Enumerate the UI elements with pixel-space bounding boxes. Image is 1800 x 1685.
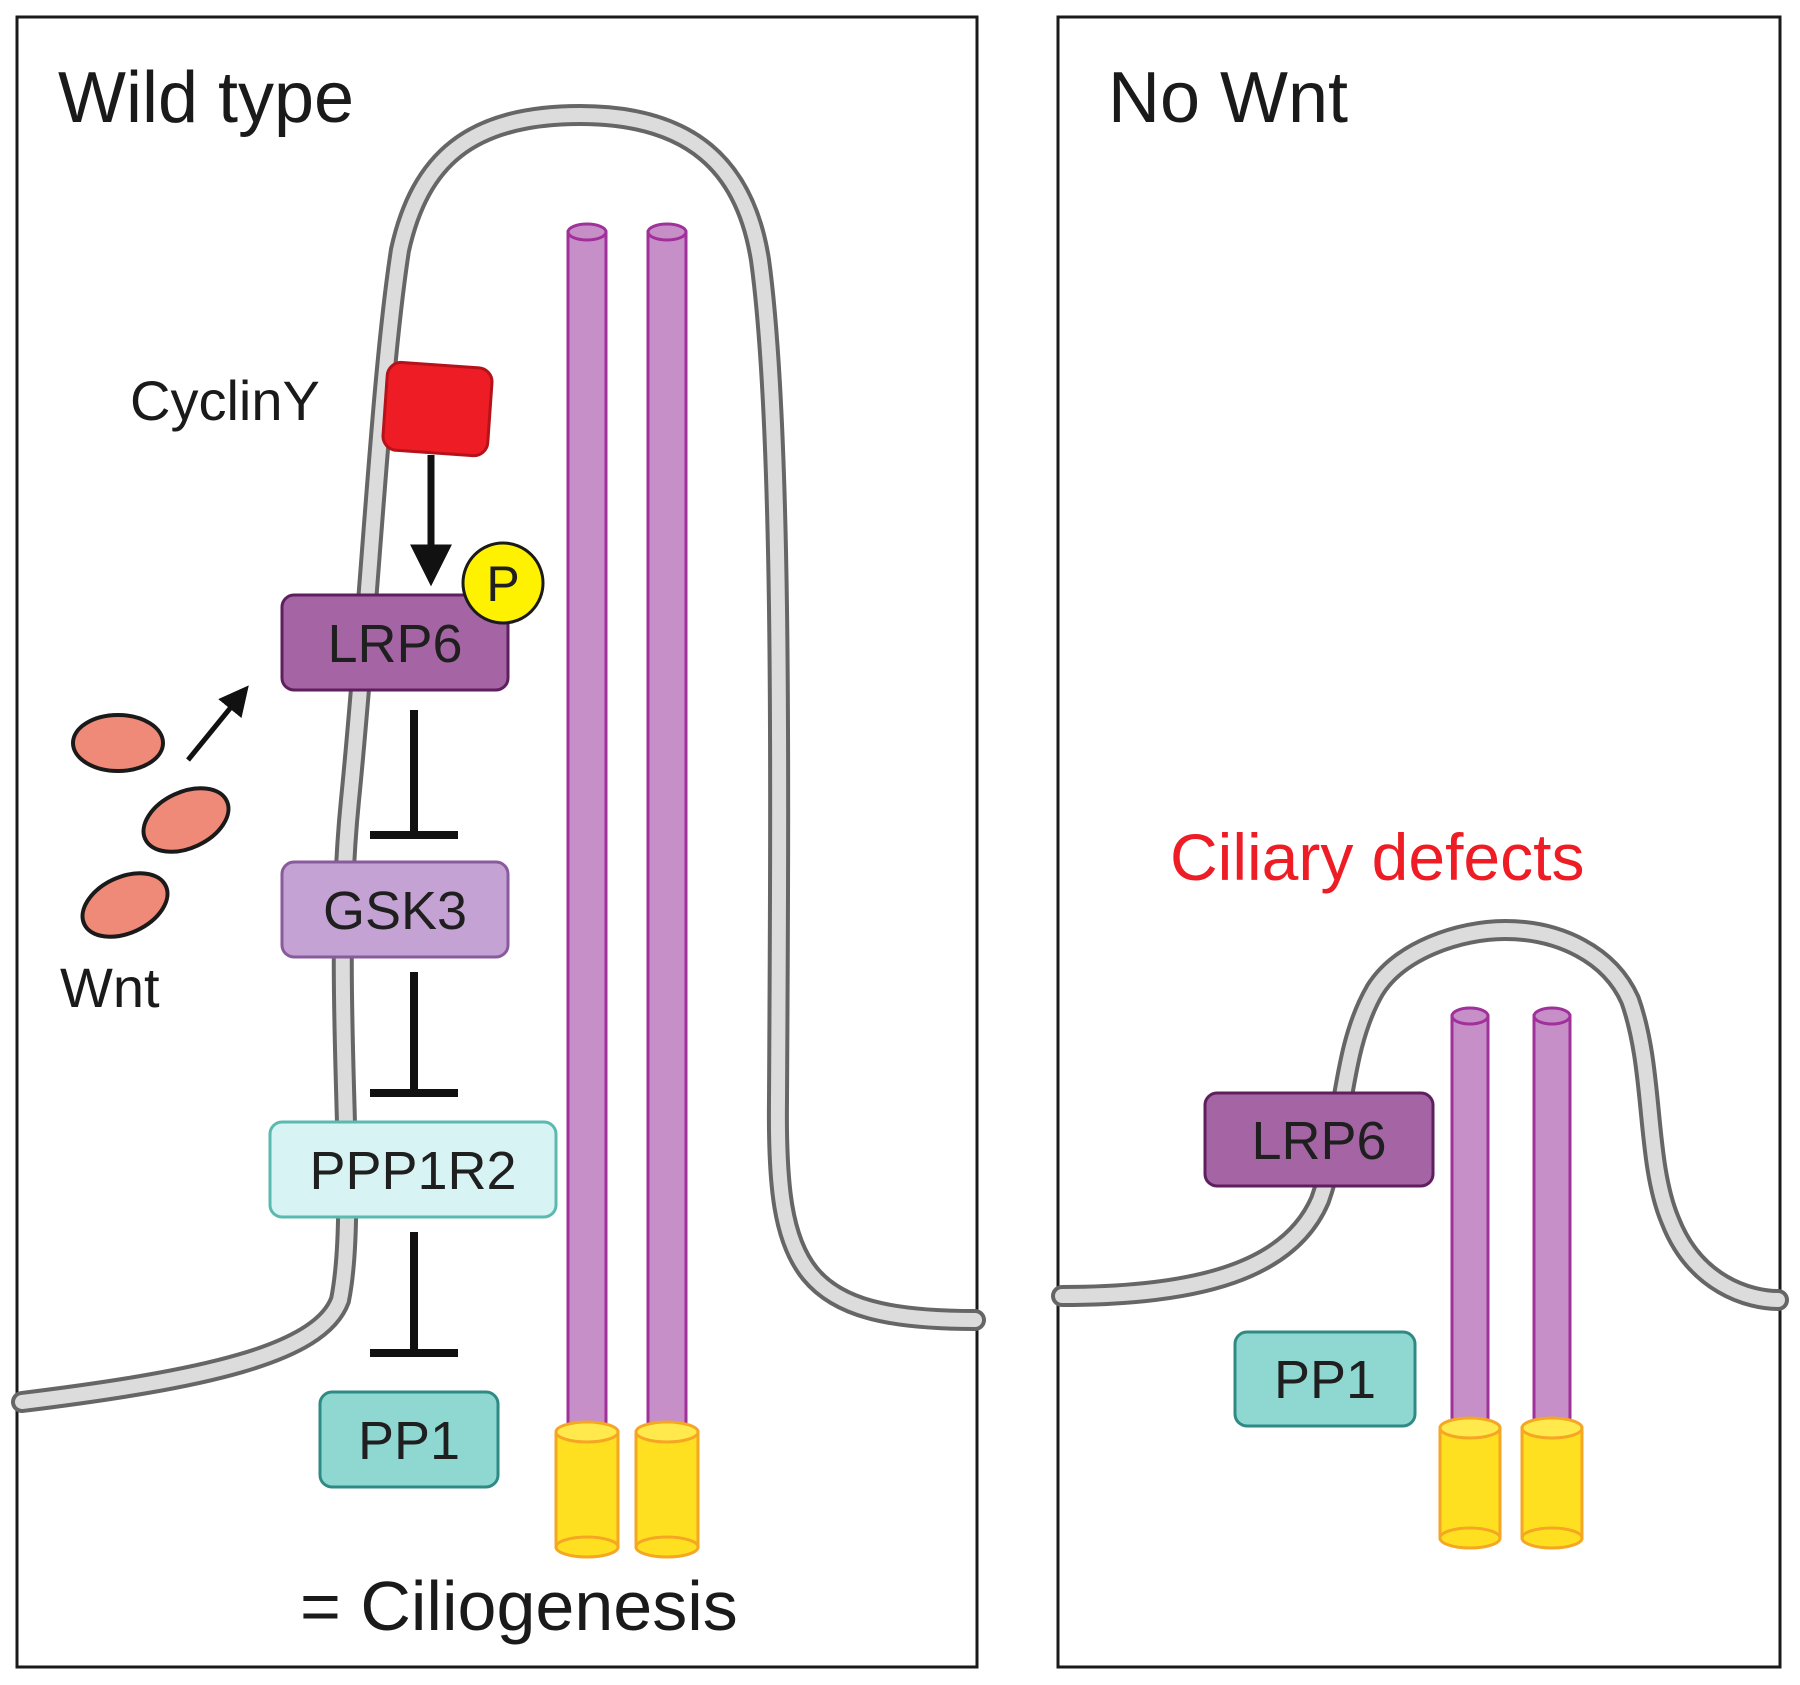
wnt-ligand <box>80 871 170 939</box>
basal-body <box>1520 1426 1584 1540</box>
microtubule <box>1450 1014 1490 1430</box>
lrp6-box <box>1203 1091 1435 1188</box>
cyclin-y-shape <box>381 360 494 458</box>
ppp1r2-box <box>268 1120 558 1219</box>
basal-body-bottom <box>634 1535 700 1559</box>
basal-body <box>634 1430 700 1549</box>
microtubule-top <box>1532 1006 1572 1026</box>
axoneme-right <box>1450 1006 1572 1430</box>
basal-body-bottom <box>554 1535 620 1559</box>
wnt-ligand <box>141 786 231 854</box>
pp1-box <box>1233 1330 1417 1428</box>
pp1-label: PP1 <box>358 1411 460 1471</box>
wnt-label: Wnt <box>60 956 160 1019</box>
basal-body-top <box>1520 1416 1584 1440</box>
microtubule <box>1532 1014 1572 1430</box>
panel-no-wnt: No Wnt Ciliary defects LRP6 PP1 <box>1051 15 1789 1669</box>
cyclin-label: CyclinY <box>130 369 320 432</box>
wnt-activation-arrow <box>186 685 249 762</box>
panel-title: No Wnt <box>1108 58 1348 138</box>
membrane-fill <box>1055 922 1785 1307</box>
basal-body-bottom <box>1520 1526 1584 1550</box>
microtubule-top <box>566 222 608 242</box>
wnt-ligand <box>71 713 165 773</box>
basal-body <box>1438 1426 1502 1540</box>
panel-wild-type: Wild type CyclinY LRP6 P Wnt GSK3 PPP1R2 <box>11 15 986 1669</box>
basal-bodies-left <box>554 1420 700 1559</box>
microtubule-top <box>646 222 688 242</box>
ciliary-defects-label: Ciliary defects <box>1170 820 1584 894</box>
microtubule <box>566 230 608 1434</box>
ppp1r2-label: PPP1R2 <box>309 1141 516 1201</box>
lrp6-label: LRP6 <box>1251 1111 1386 1171</box>
basal-body-top <box>634 1420 700 1444</box>
lrp6-label: LRP6 <box>327 614 462 674</box>
gsk3-label: GSK3 <box>323 881 467 941</box>
cell-membrane <box>1051 918 1789 1311</box>
panel-title: Wild type <box>58 58 354 138</box>
microtubule-top <box>1450 1006 1490 1026</box>
basal-body-bottom <box>1438 1526 1502 1550</box>
basal-body-top <box>554 1420 620 1444</box>
basal-body-top <box>1438 1416 1502 1440</box>
gsk3-box <box>280 860 510 959</box>
axoneme-left <box>566 222 688 1434</box>
basal-bodies-right <box>1438 1416 1584 1550</box>
ciliogenesis-label: = Ciliogenesis <box>300 1567 738 1645</box>
lrp6-box <box>280 593 510 692</box>
pp1-label: PP1 <box>1274 1350 1376 1410</box>
basal-body <box>554 1430 620 1549</box>
panel-frame <box>1056 15 1782 1669</box>
phospho-label: P <box>486 556 519 612</box>
pp1-box <box>318 1390 500 1489</box>
phospho-circle <box>461 541 545 625</box>
microtubule <box>646 230 688 1434</box>
